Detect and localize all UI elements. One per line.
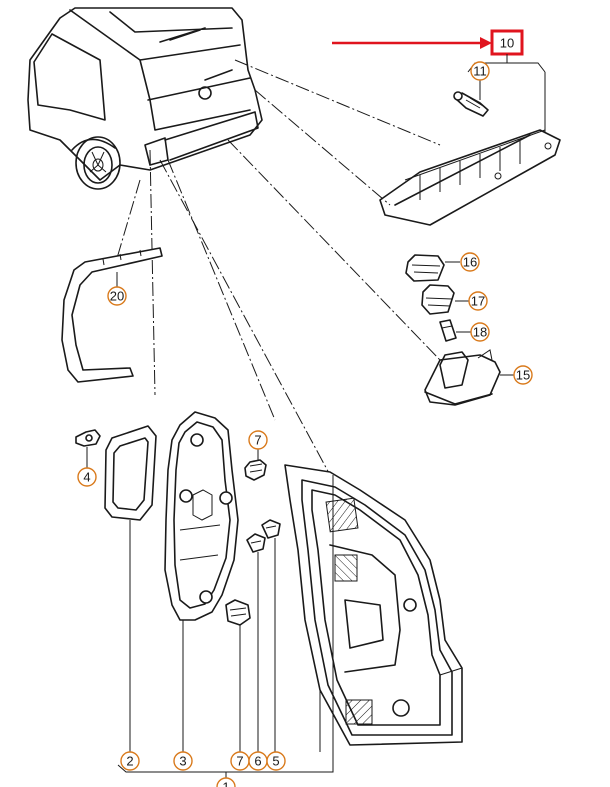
callout-15-label: 15 xyxy=(516,368,530,383)
third-brake-light xyxy=(379,129,561,226)
nut-part-4 xyxy=(75,429,101,447)
bulb-holder-part-17 xyxy=(421,284,455,315)
callout-2-circle xyxy=(120,751,140,771)
bulb-carrier-part-3 xyxy=(164,411,239,621)
callout-7b-label: 7 xyxy=(236,754,243,769)
callout-5-circle xyxy=(266,751,286,771)
bulb-part-18 xyxy=(439,319,457,342)
callout-16-label: 16 xyxy=(463,255,477,270)
callout-20-circle xyxy=(107,286,127,306)
callout-11-circle xyxy=(470,61,490,81)
bulb-part-11 xyxy=(453,91,489,117)
callout-1-circle xyxy=(216,777,236,787)
socket-part-16 xyxy=(405,254,445,282)
highlight-arrow xyxy=(332,37,492,49)
callout-17-label: 17 xyxy=(471,294,485,309)
callout-7a-label: 7 xyxy=(254,433,261,448)
trim-part-20 xyxy=(61,247,163,383)
callout-1-label: 1 xyxy=(222,780,229,787)
vehicle-rear-illustration xyxy=(27,7,263,190)
callout-2-label: 2 xyxy=(126,754,133,769)
seal-part-2 xyxy=(104,425,157,521)
number-plate-light-part-15 xyxy=(424,349,501,406)
bulb-part-6 xyxy=(246,533,266,553)
callout-17-circle xyxy=(468,291,488,311)
callout-3-label: 3 xyxy=(179,754,186,769)
tail-light-housing xyxy=(284,464,463,746)
leader-lines xyxy=(114,59,441,476)
callout-5-label: 5 xyxy=(272,754,279,769)
bulb-part-5 xyxy=(261,519,281,539)
callout-18-label: 18 xyxy=(473,325,487,340)
callout-11-label: 11 xyxy=(473,64,487,79)
callout-6-label: 6 xyxy=(254,754,261,769)
callout-15-circle xyxy=(513,365,533,385)
callout-16-circle xyxy=(460,252,480,272)
callout-18-circle xyxy=(470,322,490,342)
callout-4-label: 4 xyxy=(83,470,90,485)
bulb-part-7-lower xyxy=(225,599,251,626)
callout-4-circle xyxy=(77,467,97,487)
callout-3-circle xyxy=(173,751,193,771)
callout-20-label: 20 xyxy=(110,289,124,304)
callout-10-label: 10 xyxy=(500,36,514,51)
bulb-part-7-upper xyxy=(244,459,267,481)
callout-7a-circle xyxy=(248,430,268,450)
